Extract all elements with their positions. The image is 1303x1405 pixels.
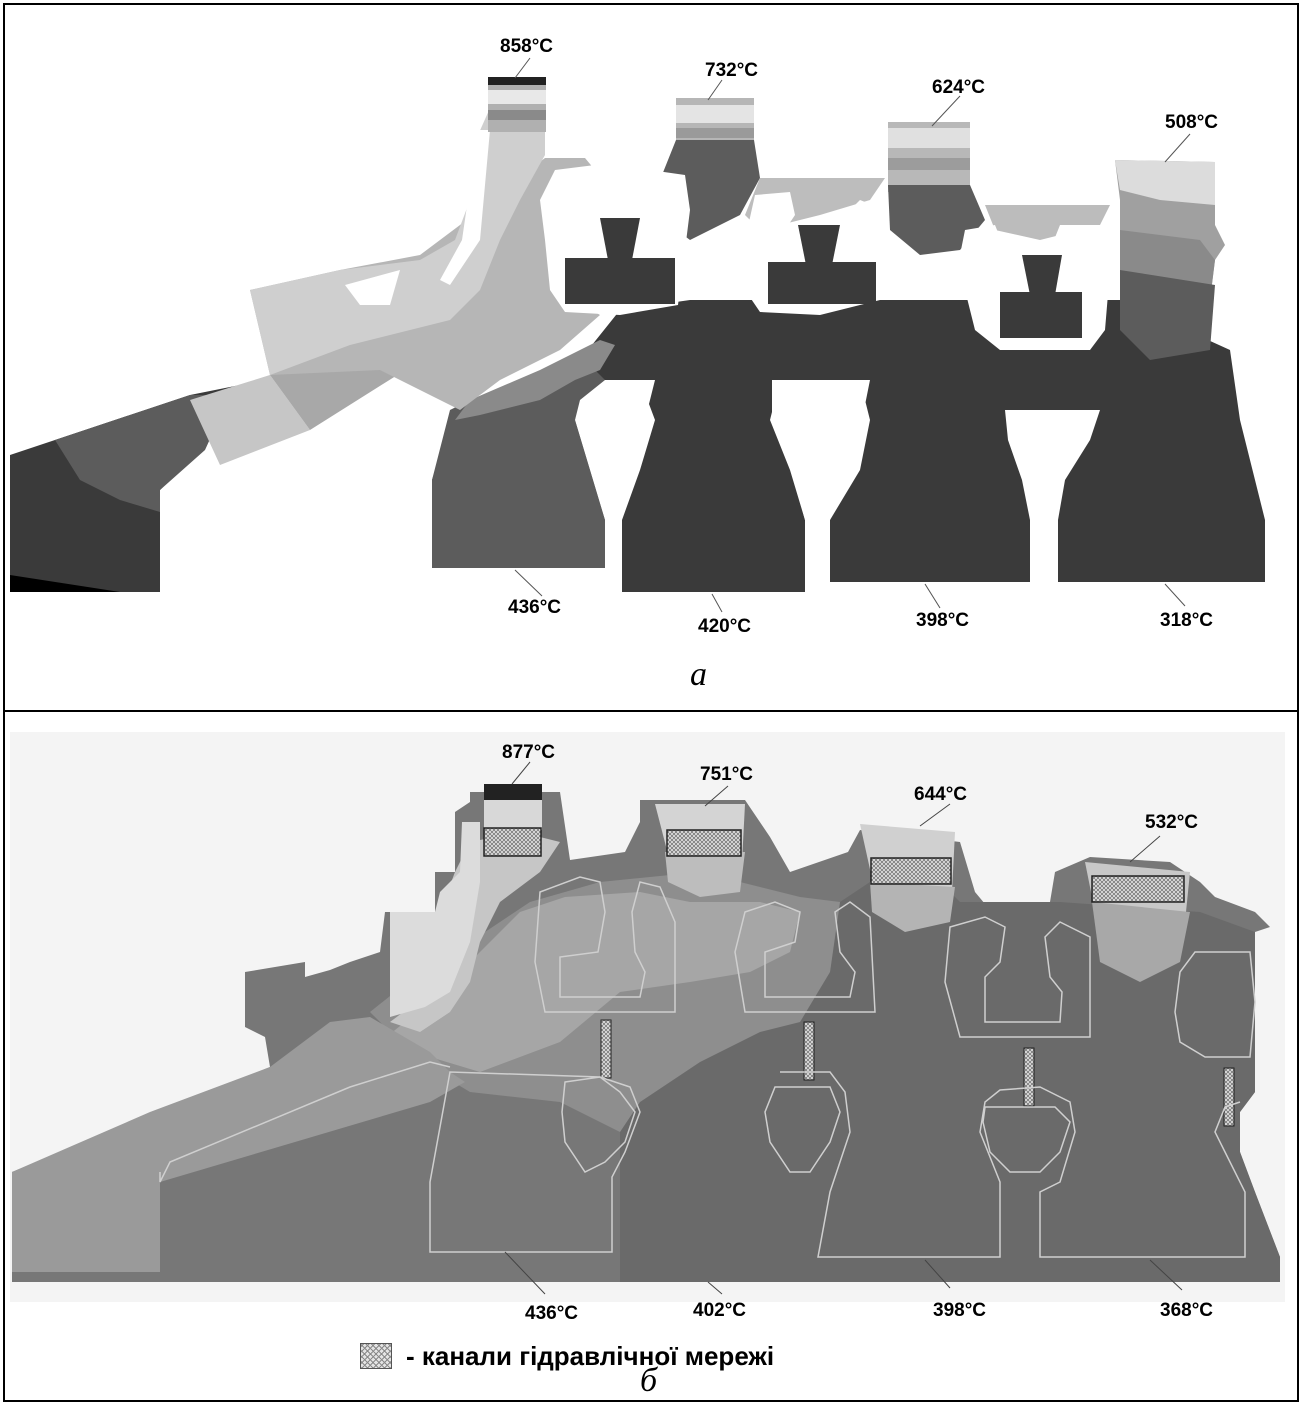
zone-light-4 [390, 822, 480, 1017]
upper-slot-1-stem [600, 218, 640, 260]
disk1-white-gap [440, 130, 490, 285]
temp-label-bottom-3: 398°C [916, 610, 969, 631]
blade3-gradient [870, 882, 955, 932]
zone-light-2 [380, 892, 800, 1072]
temp-label-top-4: 508°C [1165, 112, 1218, 133]
temp-label-b-bottom-4: 368°C [1160, 1300, 1213, 1321]
blade1-base [488, 77, 546, 132]
panel-a-diagram: 858°C 732°C 624°C 508°C 436°C 420°C 398°… [10, 36, 1265, 637]
rotor-dark-right [620, 872, 1280, 1282]
figure-frame [3, 3, 1299, 1402]
leader-lines-b [504, 761, 1183, 1295]
disk1-light [455, 340, 615, 420]
blade1-dark-cap [484, 784, 542, 802]
lower-slot-2 [772, 380, 870, 582]
blade3-band2 [888, 158, 970, 170]
temp-label-top-2: 732°C [705, 60, 758, 81]
temp-label-b-bottom-2: 402°C [693, 1300, 746, 1321]
temp-label-b-bottom-1: 436°C [525, 1303, 578, 1324]
temp-label-b-top-4: 532°C [1145, 812, 1198, 833]
channel-vert-4 [1223, 1067, 1235, 1127]
lower-slot-1 [575, 380, 655, 592]
channel-top-1 [483, 827, 542, 857]
upper-slot-2-dark [768, 262, 876, 304]
disk4-dark [1120, 270, 1215, 360]
panel-divider [3, 710, 1299, 712]
shaft-light-band [190, 375, 310, 465]
blade3-band [888, 128, 970, 148]
channel-top-3 [870, 857, 952, 885]
upper-slot-2-stem [798, 225, 840, 265]
panel-b-diagram: 877°C 751°C 644°C 532°C 436°C 402°C 398°… [10, 732, 1285, 1324]
blade2-band [676, 105, 754, 123]
channel-vert-1 [600, 1019, 612, 1079]
temp-label-top-3: 624°C [932, 77, 985, 98]
temp-label-b-top-2: 751°C [700, 764, 753, 785]
temp-label-bottom-1: 436°C [508, 597, 561, 618]
temp-label-bottom-2: 420°C [698, 616, 751, 637]
blade1-light [484, 800, 542, 830]
disk3-mid [888, 185, 985, 255]
blade1-band2 [488, 110, 546, 120]
disk1-white-notch [345, 270, 400, 305]
channel-vert-3 [1023, 1047, 1035, 1107]
temp-label-b-top-1: 877°C [502, 742, 555, 763]
panel-a-caption: а [690, 656, 707, 693]
temp-label-top-1: 858°C [500, 36, 553, 57]
panel-b-caption: б [640, 1362, 658, 1399]
blade1-band [488, 90, 546, 104]
blade4-band-light [1115, 160, 1215, 205]
channel-vert-2 [803, 1021, 815, 1081]
temp-label-bottom-4: 318°C [1160, 610, 1213, 631]
lower-slot-3 [1005, 410, 1100, 582]
blade2-gradient [665, 852, 745, 897]
shaft-mid [55, 395, 230, 512]
leader-lines-a [514, 57, 1191, 613]
upper-slot-3-stem [1022, 255, 1062, 295]
channel-top-2 [666, 829, 742, 857]
blade1-top [488, 77, 546, 85]
legend: - канали гідравлічної мережі [360, 1341, 774, 1371]
blade2-band2 [676, 128, 754, 138]
shaft-black-tip [10, 575, 120, 592]
temp-label-b-top-3: 644°C [914, 784, 967, 805]
upper-slot-1-dark [565, 258, 675, 304]
slot-outlines [159, 876, 1256, 1258]
legend-label: - канали гідравлічної мережі [406, 1340, 775, 1371]
disk3-light [985, 205, 1110, 240]
blade4-gradient [1092, 902, 1190, 982]
temp-label-b-bottom-3: 398°C [933, 1300, 986, 1321]
disk1-light-band [250, 108, 545, 375]
legend-hatch-swatch [360, 1343, 392, 1369]
upper-slot-3-dark [1000, 292, 1082, 338]
channel-top-4 [1091, 875, 1185, 903]
disk-left-light [12, 1017, 465, 1272]
